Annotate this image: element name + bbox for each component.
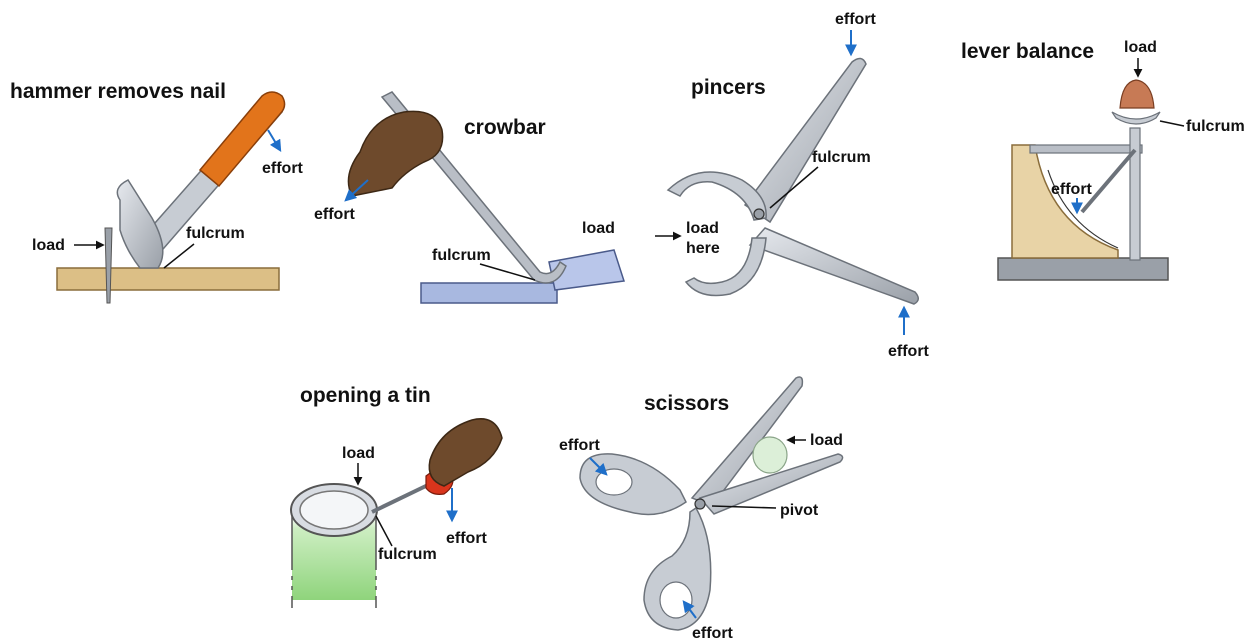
pincers-fulcrum-label: fulcrum — [812, 149, 871, 166]
tin-effort-label: effort — [446, 530, 488, 547]
hammer-effort-arrow — [268, 130, 280, 150]
tin-load-label: load — [342, 445, 375, 462]
scissors-load-object — [753, 437, 787, 473]
scissors-title: scissors — [644, 392, 729, 415]
balance-pan — [1112, 112, 1160, 124]
tin-diagram: opening a tin load effort fulcrum — [291, 384, 502, 608]
hammer-head — [117, 180, 162, 268]
tin-hand — [429, 419, 502, 486]
crowbar-diagram: crowbar effort load fulcrum — [314, 92, 624, 303]
hammer-load-label: load — [32, 237, 65, 254]
tin-title: opening a tin — [300, 384, 431, 407]
balance-scale-board — [1012, 145, 1118, 258]
tin-fulcrum-label: fulcrum — [378, 546, 437, 563]
pincers-upper-jaw — [668, 172, 766, 220]
scissors-effort-top-label: effort — [559, 437, 601, 454]
pincers-load-label-2: here — [686, 240, 720, 257]
crowbar-title: crowbar — [464, 116, 546, 139]
balance-beam — [1030, 145, 1142, 153]
crowbar-effort-label: effort — [314, 206, 356, 223]
crowbar-fulcrum-label: fulcrum — [432, 247, 491, 264]
lever-balance-fulcrum-pointer — [1160, 121, 1184, 126]
tin-fulcrum-pointer — [376, 516, 392, 546]
nail — [105, 228, 112, 303]
crowbar-hand — [348, 111, 442, 196]
pincers-title: pincers — [691, 76, 766, 99]
tin-lid — [300, 491, 368, 529]
balance-base — [998, 258, 1168, 280]
lever-balance-title: lever balance — [961, 40, 1094, 63]
scissors-upper-loop-hole — [596, 469, 632, 495]
hammer-effort-label: effort — [262, 160, 304, 177]
hammer-fulcrum-pointer — [164, 244, 194, 268]
lever-balance-effort-label: effort — [1051, 181, 1093, 198]
pincers-diagram: pincers effort fulcrum load here effort — [655, 11, 930, 360]
balance-load-object — [1120, 80, 1154, 108]
pincers-load-label-1: load — [686, 220, 719, 237]
wooden-plank — [57, 268, 279, 290]
balance-pillar — [1130, 128, 1140, 260]
scissors-load-label: load — [810, 432, 843, 449]
lever-balance-load-label: load — [1124, 39, 1157, 56]
scissors-pivot-screw — [695, 499, 705, 509]
crowbar-base-block — [421, 283, 557, 303]
hammer-title: hammer removes nail — [10, 80, 226, 103]
hammer-diagram: hammer removes nail effort load fulcrum — [10, 80, 304, 303]
pincers-lower-handle — [750, 228, 918, 304]
pincers-effort-bottom-label: effort — [888, 343, 930, 360]
lever-balance-diagram: lever balance load fulcrum effort — [961, 39, 1245, 280]
pincers-effort-top-label: effort — [835, 11, 877, 28]
scissors-pivot-label: pivot — [780, 502, 819, 519]
tin-opener-shaft — [372, 484, 430, 512]
scissors-diagram: scissors effort load pivot effort — [559, 377, 843, 642]
scissors-lower-loop-hole — [660, 582, 692, 618]
pincers-pivot-screw — [754, 209, 764, 219]
crowbar-load-label: load — [582, 220, 615, 237]
lever-balance-fulcrum-label: fulcrum — [1186, 118, 1245, 135]
scissors-effort-bottom-label: effort — [692, 625, 734, 642]
hammer-fulcrum-label: fulcrum — [186, 225, 245, 242]
